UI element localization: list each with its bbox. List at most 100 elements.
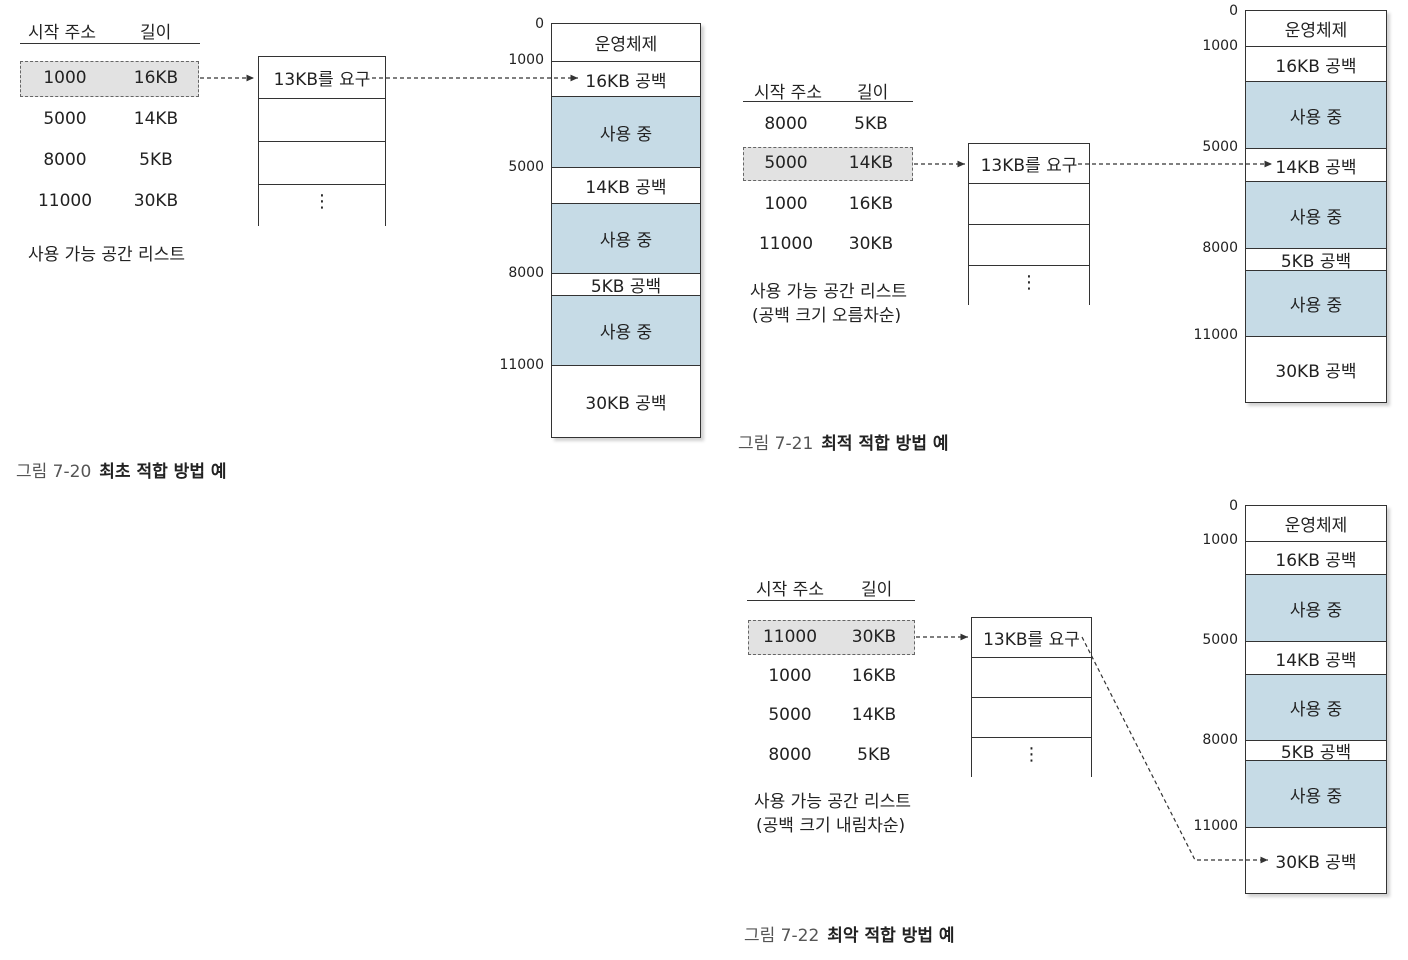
header-rule bbox=[747, 600, 915, 601]
segment-free: 14KB 공백 bbox=[552, 168, 700, 204]
list-item-addr: 1000 bbox=[43, 68, 87, 88]
header-rule bbox=[743, 101, 913, 102]
list-item-addr: 5000 bbox=[764, 153, 808, 173]
list-item-addr: 11000 bbox=[762, 627, 818, 647]
request-queue: 13KB를 요구 ⋮ bbox=[971, 617, 1092, 777]
arrow-request-to-block bbox=[1081, 636, 1268, 864]
list-item-len: 5KB bbox=[139, 150, 173, 170]
segment-used: 사용 중 bbox=[1246, 675, 1386, 741]
queue-slot bbox=[972, 658, 1091, 698]
memory-map: 운영체제 16KB 공백 사용 중 14KB 공백 사용 중 5KB 공백 사용… bbox=[1245, 505, 1387, 894]
queue-slot bbox=[259, 99, 385, 142]
figure-title: 최초 적합 방법 예 bbox=[99, 462, 227, 482]
figure-caption: 그림 7-21 최적 적합 방법 예 bbox=[738, 429, 949, 454]
list-item-addr: 11000 bbox=[758, 234, 814, 254]
list-item-addr: 11000 bbox=[37, 191, 93, 211]
list-item-addr: 8000 bbox=[768, 745, 812, 765]
request-box: 13KB를 요구 bbox=[969, 144, 1089, 184]
address-label: 8000 bbox=[1202, 732, 1238, 748]
list-caption-sub: (공백 크기 내림차순) bbox=[756, 816, 906, 836]
figure-number: 그림 7-21 bbox=[738, 434, 814, 454]
address-label: 8000 bbox=[508, 265, 544, 281]
list-item-len: 14KB bbox=[133, 109, 179, 129]
segment-free: 16KB 공백 bbox=[552, 62, 700, 97]
list-item-len: 30KB bbox=[851, 627, 897, 647]
request-queue: 13KB를 요구 ⋮ bbox=[968, 143, 1090, 305]
list-item-addr: 1000 bbox=[768, 666, 812, 686]
figure-caption: 그림 7-22 최악 적합 방법 예 bbox=[744, 921, 955, 946]
highlighted-entry bbox=[748, 620, 915, 655]
segment-used: 사용 중 bbox=[1246, 761, 1386, 828]
list-item-len: 30KB bbox=[848, 234, 894, 254]
list-item-len: 16KB bbox=[848, 194, 894, 214]
list-item-len: 14KB bbox=[848, 153, 894, 173]
address-label: 8000 bbox=[1202, 240, 1238, 256]
segment-used: 사용 중 bbox=[1246, 271, 1386, 337]
address-label: 11000 bbox=[499, 357, 544, 373]
list-item-addr: 5000 bbox=[43, 109, 87, 129]
col-header-len: 길이 bbox=[861, 580, 893, 600]
ellipsis: ⋮ bbox=[1020, 272, 1038, 293]
segment-used: 사용 중 bbox=[552, 204, 700, 274]
segment-os: 운영체제 bbox=[1246, 506, 1386, 542]
segment-used: 사용 중 bbox=[1246, 82, 1386, 149]
col-header-len: 길이 bbox=[857, 83, 889, 103]
segment-os: 운영체제 bbox=[1246, 11, 1386, 47]
figure-title: 최적 적합 방법 예 bbox=[821, 434, 949, 454]
address-label: 0 bbox=[1229, 498, 1238, 514]
address-label: 5000 bbox=[1202, 139, 1238, 155]
list-item-addr: 5000 bbox=[768, 705, 812, 725]
list-item-len: 5KB bbox=[854, 114, 888, 134]
segment-free: 30KB 공백 bbox=[1275, 362, 1357, 382]
list-item-len: 30KB bbox=[133, 191, 179, 211]
figure-title: 최악 적합 방법 예 bbox=[827, 926, 955, 946]
address-label: 5000 bbox=[508, 159, 544, 175]
list-item-len: 16KB bbox=[851, 666, 897, 686]
address-label: 5000 bbox=[1202, 632, 1238, 648]
list-caption: 사용 가능 공간 리스트 bbox=[754, 792, 911, 812]
queue-slot bbox=[259, 142, 385, 185]
figure-number: 그림 7-20 bbox=[16, 462, 92, 482]
address-label: 0 bbox=[1229, 3, 1238, 19]
address-label: 1000 bbox=[1202, 38, 1238, 54]
segment-free: 16KB 공백 bbox=[1246, 542, 1386, 575]
list-item-len: 16KB bbox=[133, 68, 179, 88]
list-item-addr: 8000 bbox=[43, 150, 87, 170]
ellipsis: ⋮ bbox=[1022, 744, 1041, 765]
list-item-addr: 1000 bbox=[764, 194, 808, 214]
col-header-addr: 시작 주소 bbox=[28, 23, 96, 43]
list-item-len: 14KB bbox=[851, 705, 897, 725]
segment-free: 30KB 공백 bbox=[585, 393, 667, 414]
figure-caption: 그림 7-20 최초 적합 방법 예 bbox=[16, 457, 227, 482]
queue-slot bbox=[972, 698, 1091, 738]
request-box: 13KB를 요구 bbox=[259, 57, 385, 99]
list-item-addr: 8000 bbox=[764, 114, 808, 134]
highlighted-entry bbox=[20, 61, 199, 97]
segment-free: 5KB 공백 bbox=[1246, 249, 1386, 272]
segment-free: 30KB 공백 bbox=[1275, 853, 1357, 873]
segment-os: 운영체제 bbox=[552, 24, 700, 62]
queue-slot bbox=[969, 184, 1089, 225]
segment-used: 사용 중 bbox=[1246, 575, 1386, 642]
queue-slot bbox=[969, 225, 1089, 266]
address-label: 11000 bbox=[1193, 818, 1238, 834]
request-box: 13KB를 요구 bbox=[972, 618, 1091, 658]
list-caption-sub: (공백 크기 오름차순) bbox=[752, 306, 902, 326]
col-header-addr: 시작 주소 bbox=[754, 83, 822, 103]
address-label: 11000 bbox=[1193, 327, 1238, 343]
segment-free: 5KB 공백 bbox=[1246, 741, 1386, 763]
list-item-len: 5KB bbox=[857, 745, 891, 765]
segment-free: 5KB 공백 bbox=[552, 274, 700, 297]
segment-free: 16KB 공백 bbox=[1246, 47, 1386, 82]
segment-used: 사용 중 bbox=[552, 296, 700, 366]
figure-number: 그림 7-22 bbox=[744, 926, 820, 946]
request-queue: 13KB를 요구 ⋮ bbox=[258, 56, 386, 226]
header-rule bbox=[20, 43, 200, 44]
address-label: 1000 bbox=[508, 52, 544, 68]
segment-free: 14KB 공백 bbox=[1246, 149, 1386, 182]
col-header-len: 길이 bbox=[140, 23, 172, 43]
ellipsis: ⋮ bbox=[313, 191, 331, 212]
memory-map: 운영체제 16KB 공백 사용 중 14KB 공백 사용 중 5KB 공백 사용… bbox=[1245, 10, 1387, 403]
address-label: 1000 bbox=[1202, 532, 1238, 548]
